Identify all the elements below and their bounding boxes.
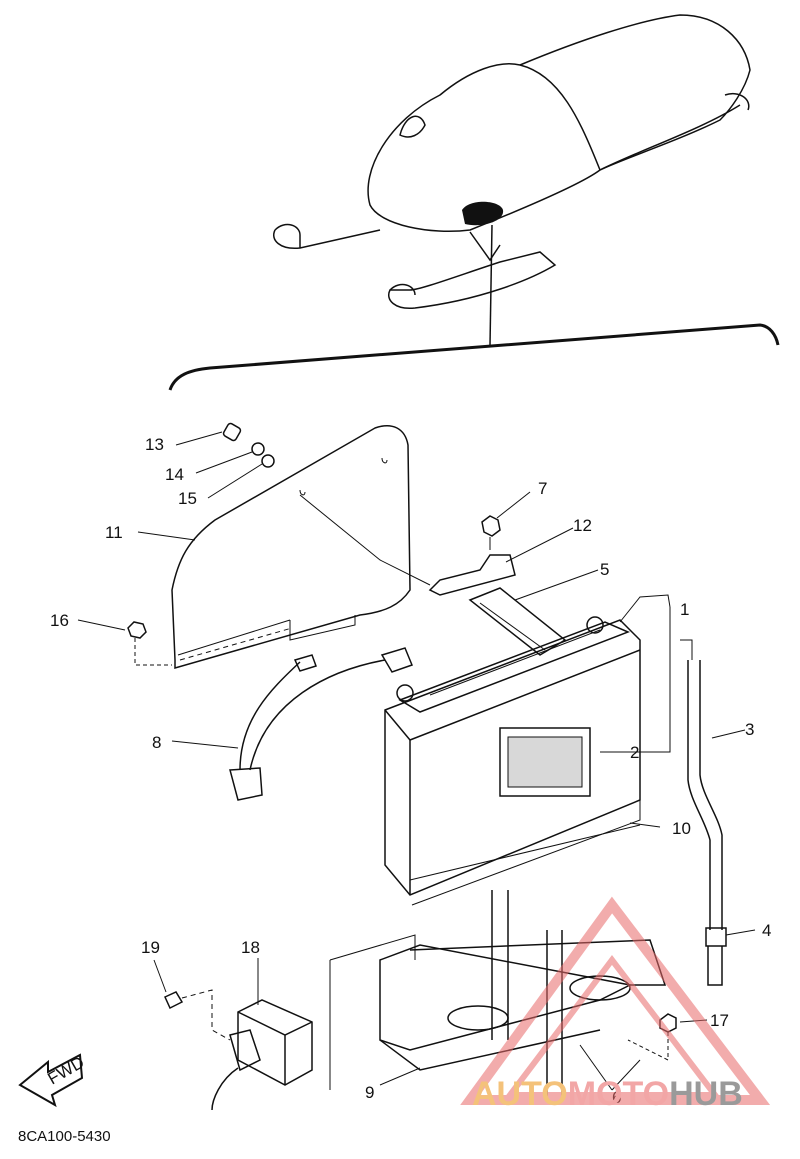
callout-10: 10 bbox=[672, 819, 691, 838]
callout-8: 8 bbox=[152, 733, 161, 752]
leader-lines bbox=[77, 431, 756, 1091]
callout-14: 14 bbox=[165, 465, 184, 484]
callout-3: 3 bbox=[745, 720, 754, 739]
battery-lead bbox=[229, 647, 413, 801]
battery-band bbox=[468, 587, 567, 656]
callout-11: 11 bbox=[105, 523, 123, 542]
watermark-logo bbox=[460, 896, 771, 1105]
fwd-arrow-icon: FWD bbox=[18, 1053, 88, 1108]
battery-cover bbox=[171, 424, 431, 669]
battery bbox=[384, 616, 641, 906]
fasteners bbox=[127, 422, 516, 666]
callout-9: 9 bbox=[365, 1083, 374, 1102]
callout-17: 17 bbox=[710, 1011, 729, 1030]
vent-hose bbox=[687, 660, 727, 986]
callout-13: 13 bbox=[145, 435, 164, 454]
watermark-text: AUTOMOTOHUB bbox=[472, 1075, 743, 1113]
part-code: 8CA100-5430 bbox=[18, 1128, 111, 1145]
callout-15: 15 bbox=[178, 489, 197, 508]
snowmobile-illustration bbox=[168, 14, 780, 391]
callout-4: 4 bbox=[762, 921, 771, 940]
starter-relay bbox=[164, 989, 677, 1111]
callout-16: 16 bbox=[50, 611, 69, 630]
callout-5: 5 bbox=[600, 560, 609, 579]
callout-18: 18 bbox=[241, 938, 260, 957]
callout-2: 2 bbox=[630, 743, 639, 762]
callout-1: 1 bbox=[680, 600, 689, 619]
callout-7: 7 bbox=[538, 479, 547, 498]
callout-12: 12 bbox=[573, 516, 592, 535]
battery-tray bbox=[329, 890, 667, 1100]
callout-19: 19 bbox=[141, 938, 160, 957]
